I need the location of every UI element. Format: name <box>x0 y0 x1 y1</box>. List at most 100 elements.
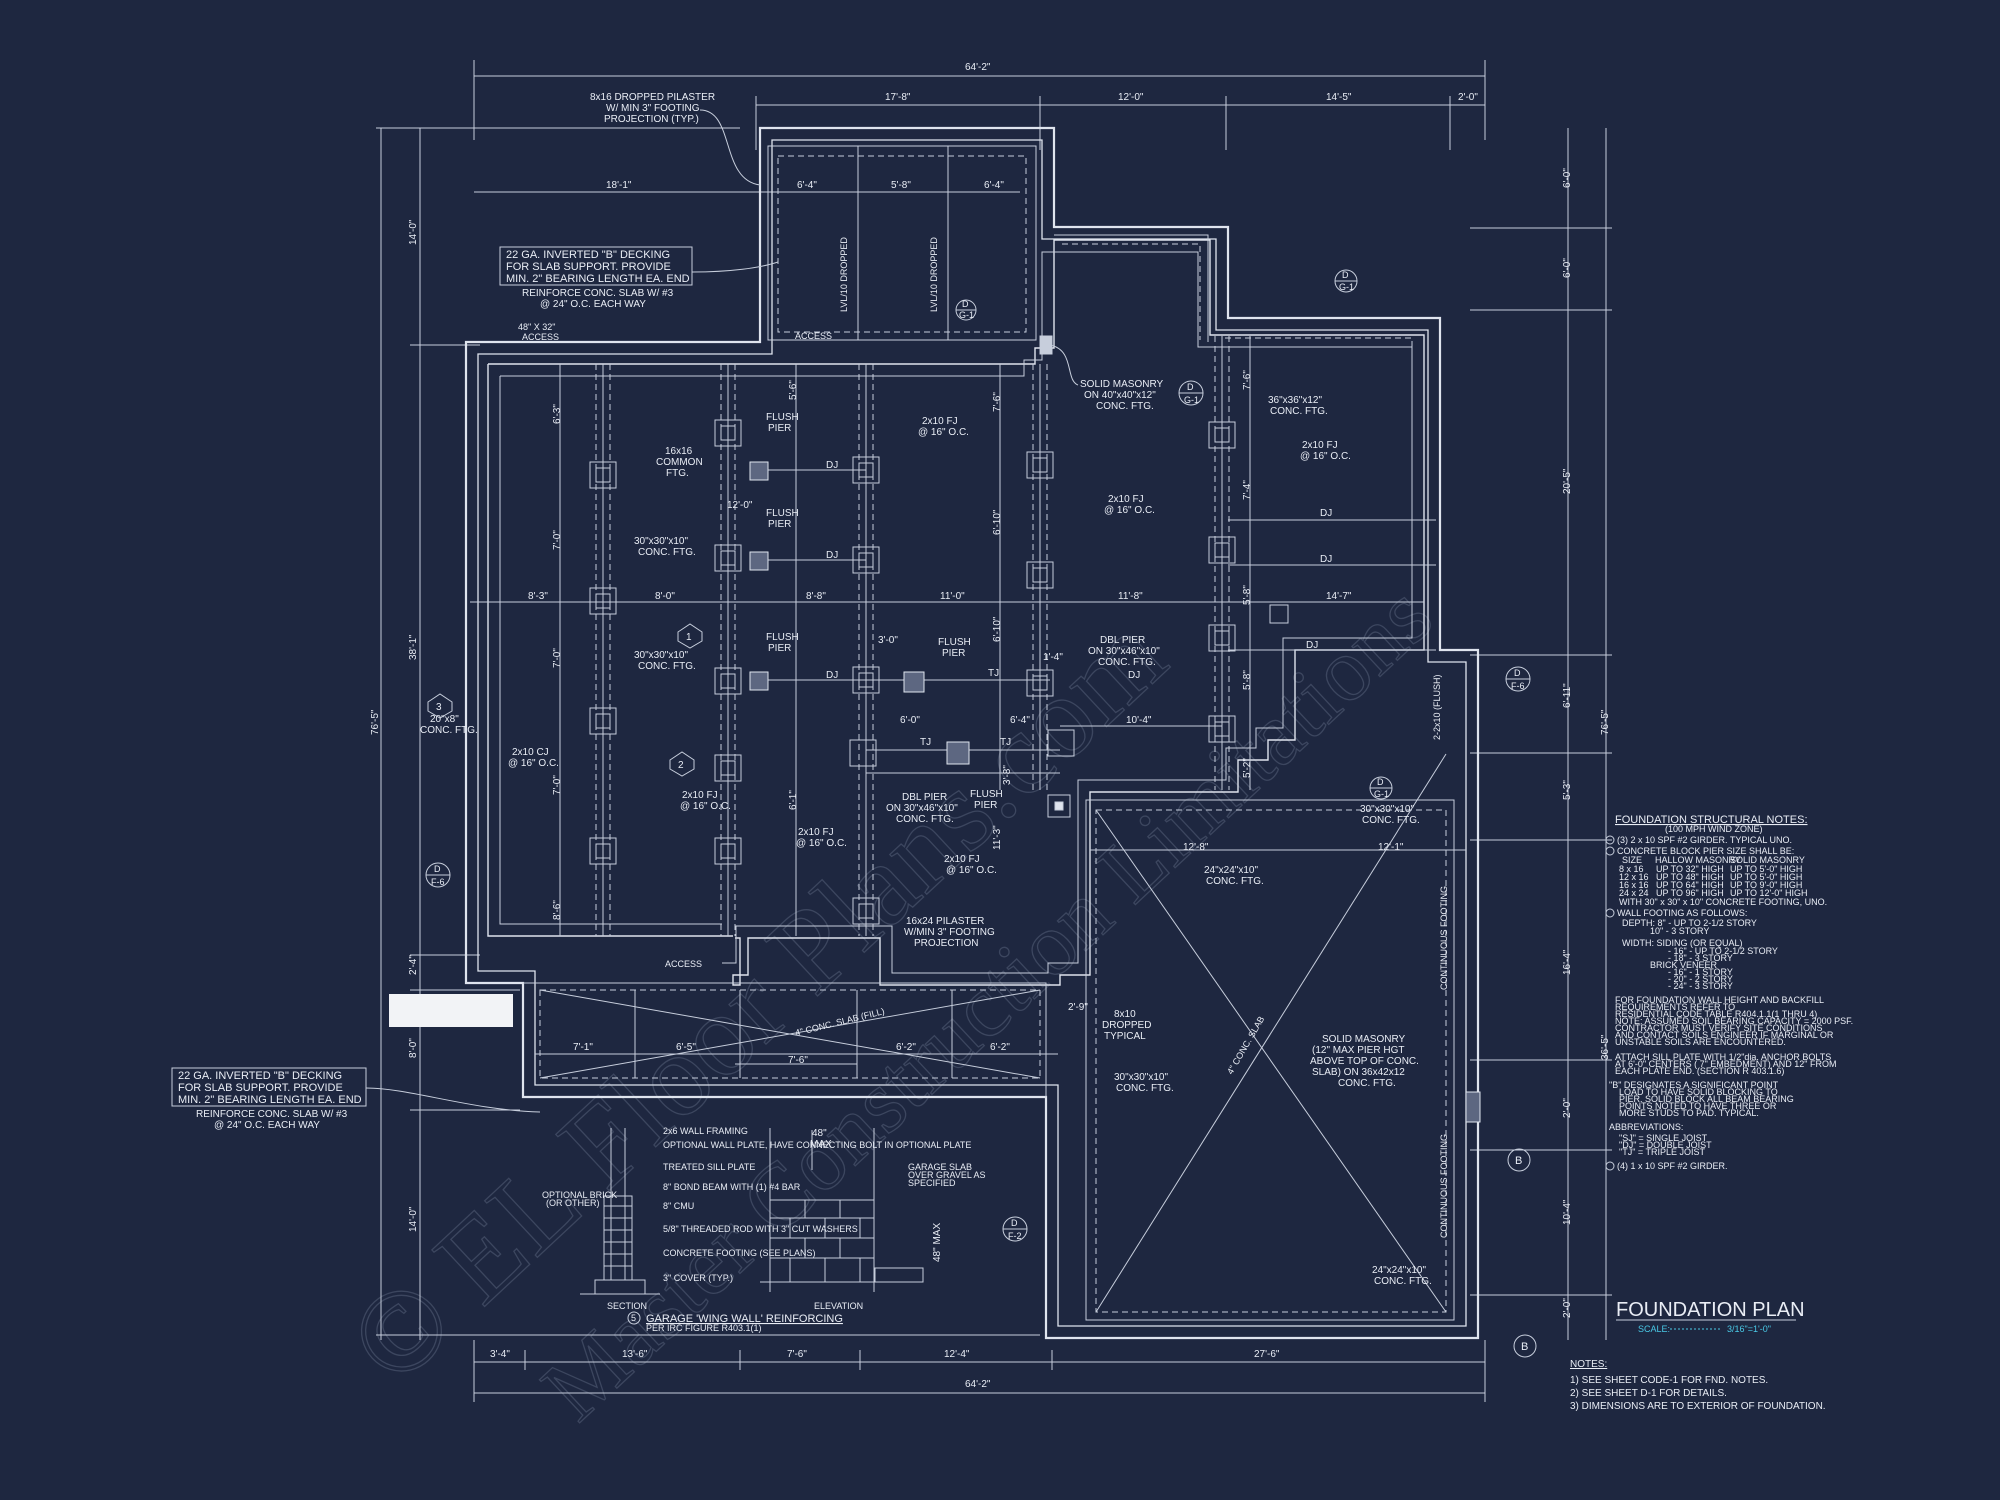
dim-right-f: 5'-3" <box>1562 780 1573 800</box>
notes-td: 24 x 24 <box>1619 888 1649 898</box>
callout-line: FLUSH <box>766 508 799 519</box>
marker-text: F-6 <box>431 877 445 887</box>
notes-n1: (3) 2 x 10 SPF #2 GIRDER. TYPICAL UNO. <box>1617 835 1792 845</box>
callout-line: ACCESS <box>795 331 832 341</box>
marker-d-top: D G-1 <box>1334 269 1358 293</box>
callout-line: CONC. FTG. <box>638 661 696 672</box>
callout-line: @ 16" O.C. <box>796 838 847 849</box>
callout-line: LVL/10 DROPPED <box>839 237 849 312</box>
dim-v13: 5'-8" <box>1242 670 1253 690</box>
label-dj: DJ <box>1128 670 1140 681</box>
detail-left-note: (OR OTHER) <box>546 1198 600 1208</box>
callout-line: 20"x8" <box>430 714 459 725</box>
detail-left-note: OPTIONAL BRICK <box>542 1190 617 1200</box>
callout-line: PIER <box>768 423 791 434</box>
detail-note: OPTIONAL WALL PLATE, HAVE CONNECTING BOL… <box>663 1140 971 1150</box>
marker-2: 2 <box>669 751 695 777</box>
callout-line: 2x10 FJ <box>944 854 980 865</box>
notes-line: UNSTABLE SOILS ARE ENCOUNTERED. <box>1615 1037 1786 1047</box>
dim-left-c: 76'-5" <box>370 709 381 735</box>
section-markers: D F-6 D F-6 D G-1 D F-2 D G-1 D G-1 <box>425 269 1537 1358</box>
detail-note: 3" COVER (TYP.) <box>663 1273 733 1283</box>
detail-right-note: SPECIFIED <box>908 1178 956 1188</box>
marker-d-f6-right: D F-6 <box>1505 666 1531 692</box>
callout-line: FLUSH <box>766 412 799 423</box>
dim-row2-d: 6'-4" <box>984 180 1004 191</box>
dim-v7: 7'-6" <box>992 392 1003 412</box>
callout-line: 2x10 FJ <box>798 827 834 838</box>
notes-n3: WALL FOOTING AS FOLLOWS: <box>1617 908 1747 918</box>
dim-v6: 5'-6" <box>788 380 799 400</box>
dim-right-k: 2'-0" <box>1562 1298 1573 1318</box>
general-notes: NOTES: 1) SEE SHEET CODE-1 FOR FND. NOTE… <box>1570 1359 1826 1412</box>
marker-text: B <box>1521 1341 1528 1353</box>
general-note-item: 1) SEE SHEET CODE-1 FOR FND. NOTES. <box>1570 1375 1768 1386</box>
callout-line: FTG. <box>666 468 689 479</box>
notes-line: "B" DESIGNATES A SIGNIFICANT POINT <box>1609 1080 1779 1090</box>
callout-line: FLUSH <box>938 637 971 648</box>
dim-v8: 6'-10" <box>992 509 1003 535</box>
notes-td: UP TO 32" HIGH <box>1656 864 1724 874</box>
callout-line: 24"x24"x10" <box>1204 865 1258 876</box>
notes-td: UP TO 64" HIGH <box>1656 880 1724 890</box>
callout-line: FLUSH <box>766 632 799 643</box>
notes-line: - 20" - 2 STORY <box>1668 974 1733 984</box>
marker-d-mid: D G-1 <box>1369 776 1393 800</box>
dim-h17: 6'-2" <box>896 1042 916 1053</box>
callout-line: ACCESS <box>665 959 702 969</box>
dim-row2-a: 18'-1" <box>606 180 632 191</box>
plan-scale-label: SCALE: <box>1638 1324 1670 1334</box>
dim-bottom-e: 27'-6" <box>1254 1349 1280 1360</box>
callout-line: FOR SLAB SUPPORT. PROVIDE <box>506 261 671 273</box>
dim-bottom-a: 3'-4" <box>490 1349 510 1360</box>
marker-text: D <box>1342 270 1349 280</box>
detail-section-label: SECTION <box>607 1301 647 1311</box>
notes-line: ATTACH SILL PLATE WITH 1/2"dia. ANCHOR B… <box>1615 1052 1831 1062</box>
dim-v14: 5'-2" <box>1242 758 1253 778</box>
notes-line: LOAD TO HAVE SOLID BLOCKING TO <box>1619 1087 1778 1097</box>
notes-td: 8 x 16 <box>1619 864 1644 874</box>
callout-line: 30"x30"x10" <box>634 536 688 547</box>
callout-line: 2x10 FJ <box>1108 494 1144 505</box>
notes-th: HALLOW MASONRY <box>1655 855 1741 865</box>
dim-bottom-overall: 64'-2" <box>965 1379 991 1390</box>
callout-line: PROJECTION <box>914 938 978 949</box>
dim-left-b: 38'-1" <box>408 634 419 660</box>
dim-right-c: 20'-5" <box>1562 468 1573 494</box>
callouts: 8x16 DROPPED PILASTER W/ MIN 3" FOOTING … <box>171 92 1449 1287</box>
callout-line: DBL PIER <box>902 792 947 803</box>
detail-max-top: MAX <box>810 1139 832 1150</box>
notes-n6: (4) 1 x 10 SPF #2 GIRDER. <box>1617 1161 1728 1171</box>
callout-line: CONC. FTG. <box>638 547 696 558</box>
callout-line: FOR SLAB SUPPORT. PROVIDE <box>178 1082 343 1094</box>
callout-line: 30"x30"x10" <box>1360 804 1414 815</box>
dim-top-seg2: 12'-0" <box>1118 92 1144 103</box>
marker-text: F-2 <box>1008 1231 1022 1241</box>
callout-line: CONC. FTG. <box>1096 401 1154 412</box>
dim-left-a: 14'-0" <box>408 219 419 245</box>
callout-line: @ 16" O.C. <box>1300 451 1351 462</box>
callout-line: @ 16" O.C. <box>946 865 997 876</box>
dim-v18: 1'-4" <box>1043 652 1063 663</box>
callout-line: W/MIN 3" FOOTING <box>904 927 995 938</box>
callout-line: PIER <box>974 800 997 811</box>
dim-h15: 6'-5" <box>676 1042 696 1053</box>
callout-line: DROPPED <box>1102 1020 1151 1031</box>
marker-text: D <box>1514 668 1521 678</box>
callout-line: ACCESS <box>522 332 559 342</box>
marker-text: G-1 <box>959 310 974 320</box>
callout-line: ON 30"x46"x10" <box>886 803 958 814</box>
dim-v11: 7'-4" <box>1242 480 1253 500</box>
label-dj: DJ <box>1306 640 1318 651</box>
dim-right-j: 10'-4" <box>1562 1199 1573 1225</box>
notes-td: UP TO 5'-0" HIGH <box>1730 864 1802 874</box>
marker-text: D <box>1187 382 1194 392</box>
callout-line: 24"x24"x10" <box>1372 1265 1426 1276</box>
detail-subtitle: PER IRC FIGURE R403.1(1) <box>646 1323 762 1333</box>
decking-top-box <box>499 246 693 286</box>
label-tj: TJ <box>988 668 999 679</box>
dim-v5: 8'-6" <box>552 900 563 920</box>
label-dj: DJ <box>826 670 838 681</box>
notes-line: BRICK VENEER <box>1650 960 1718 970</box>
